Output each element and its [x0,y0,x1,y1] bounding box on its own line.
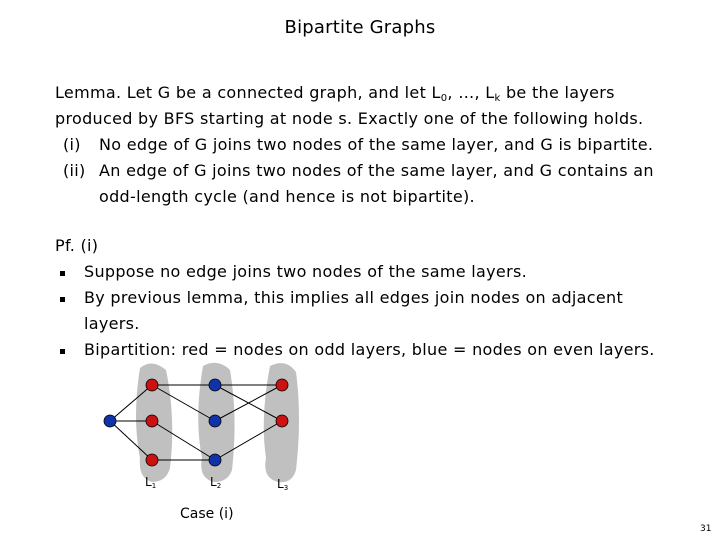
node-blue [208,378,222,392]
lemma-item-i: (i) No edge of G joins two nodes of the … [55,132,695,158]
node-red [145,453,159,467]
lemma-text-a: Lemma. Let G be a connected graph, and l… [55,83,441,102]
proof-bullet: Bipartition: red = nodes on odd layers, … [55,337,695,363]
proof-block: Pf. (i) Suppose no edge joins two nodes … [55,233,695,363]
layer-label-l3: L3 [277,477,288,492]
lemma-block: Lemma. Let G be a connected graph, and l… [55,80,695,210]
proof-label: Pf. (i) [55,236,99,255]
edges [109,384,283,461]
edge [151,420,216,461]
item-label: (i) [63,135,81,154]
bullet-square-icon [60,349,65,354]
node-blue [208,453,222,467]
node-blue [103,414,117,428]
edge [151,384,216,422]
node-red [275,414,289,428]
edge [109,420,153,461]
bullet-square-icon [60,297,65,302]
bullet-text: Bipartition: red = nodes on odd layers, … [84,340,655,359]
item-label: (ii) [63,161,86,180]
figure-caption: Case (i) [180,506,234,522]
layer-label-l1: L1 [145,475,156,490]
bullet-text: By previous lemma, this implies all edge… [84,288,624,307]
lemma-text-b: , …, L [447,83,495,102]
item-text: No edge of G joins two nodes of the same… [99,135,654,154]
layer-label-l2: L2 [210,475,221,490]
bfs-layer-graph: L1 L2 L3 [103,362,299,492]
bullet-text-continued: layers. [84,314,140,333]
item-text: An edge of G joins two nodes of the same… [99,161,654,180]
item-text-continued: odd-length cycle (and hence is not bipar… [99,187,475,206]
slide-title: Bipartite Graphs [284,17,436,38]
subscript-k: k [494,93,501,104]
bullet-text: Suppose no edge joins two nodes of the s… [84,262,527,281]
lemma-line-2: produced by BFS starting at node s. Exac… [55,109,644,128]
node-red [145,378,159,392]
node-red [275,378,289,392]
node-blue [208,414,222,428]
lemma-line-1: Lemma. Let G be a connected graph, and l… [55,80,695,106]
page-number: 31 [700,524,712,534]
edge [214,384,283,422]
lemma-text-c: be the layers [500,83,615,102]
subscript-0: 0 [440,93,448,104]
lemma-item-ii: (ii) An edge of G joins two nodes of the… [55,158,695,210]
proof-bullet: Suppose no edge joins two nodes of the s… [55,259,695,285]
node-red [145,414,159,428]
proof-bullet: By previous lemma, this implies all edge… [55,285,695,337]
edge [214,420,283,461]
bullet-square-icon [60,271,65,276]
edge [109,384,153,422]
